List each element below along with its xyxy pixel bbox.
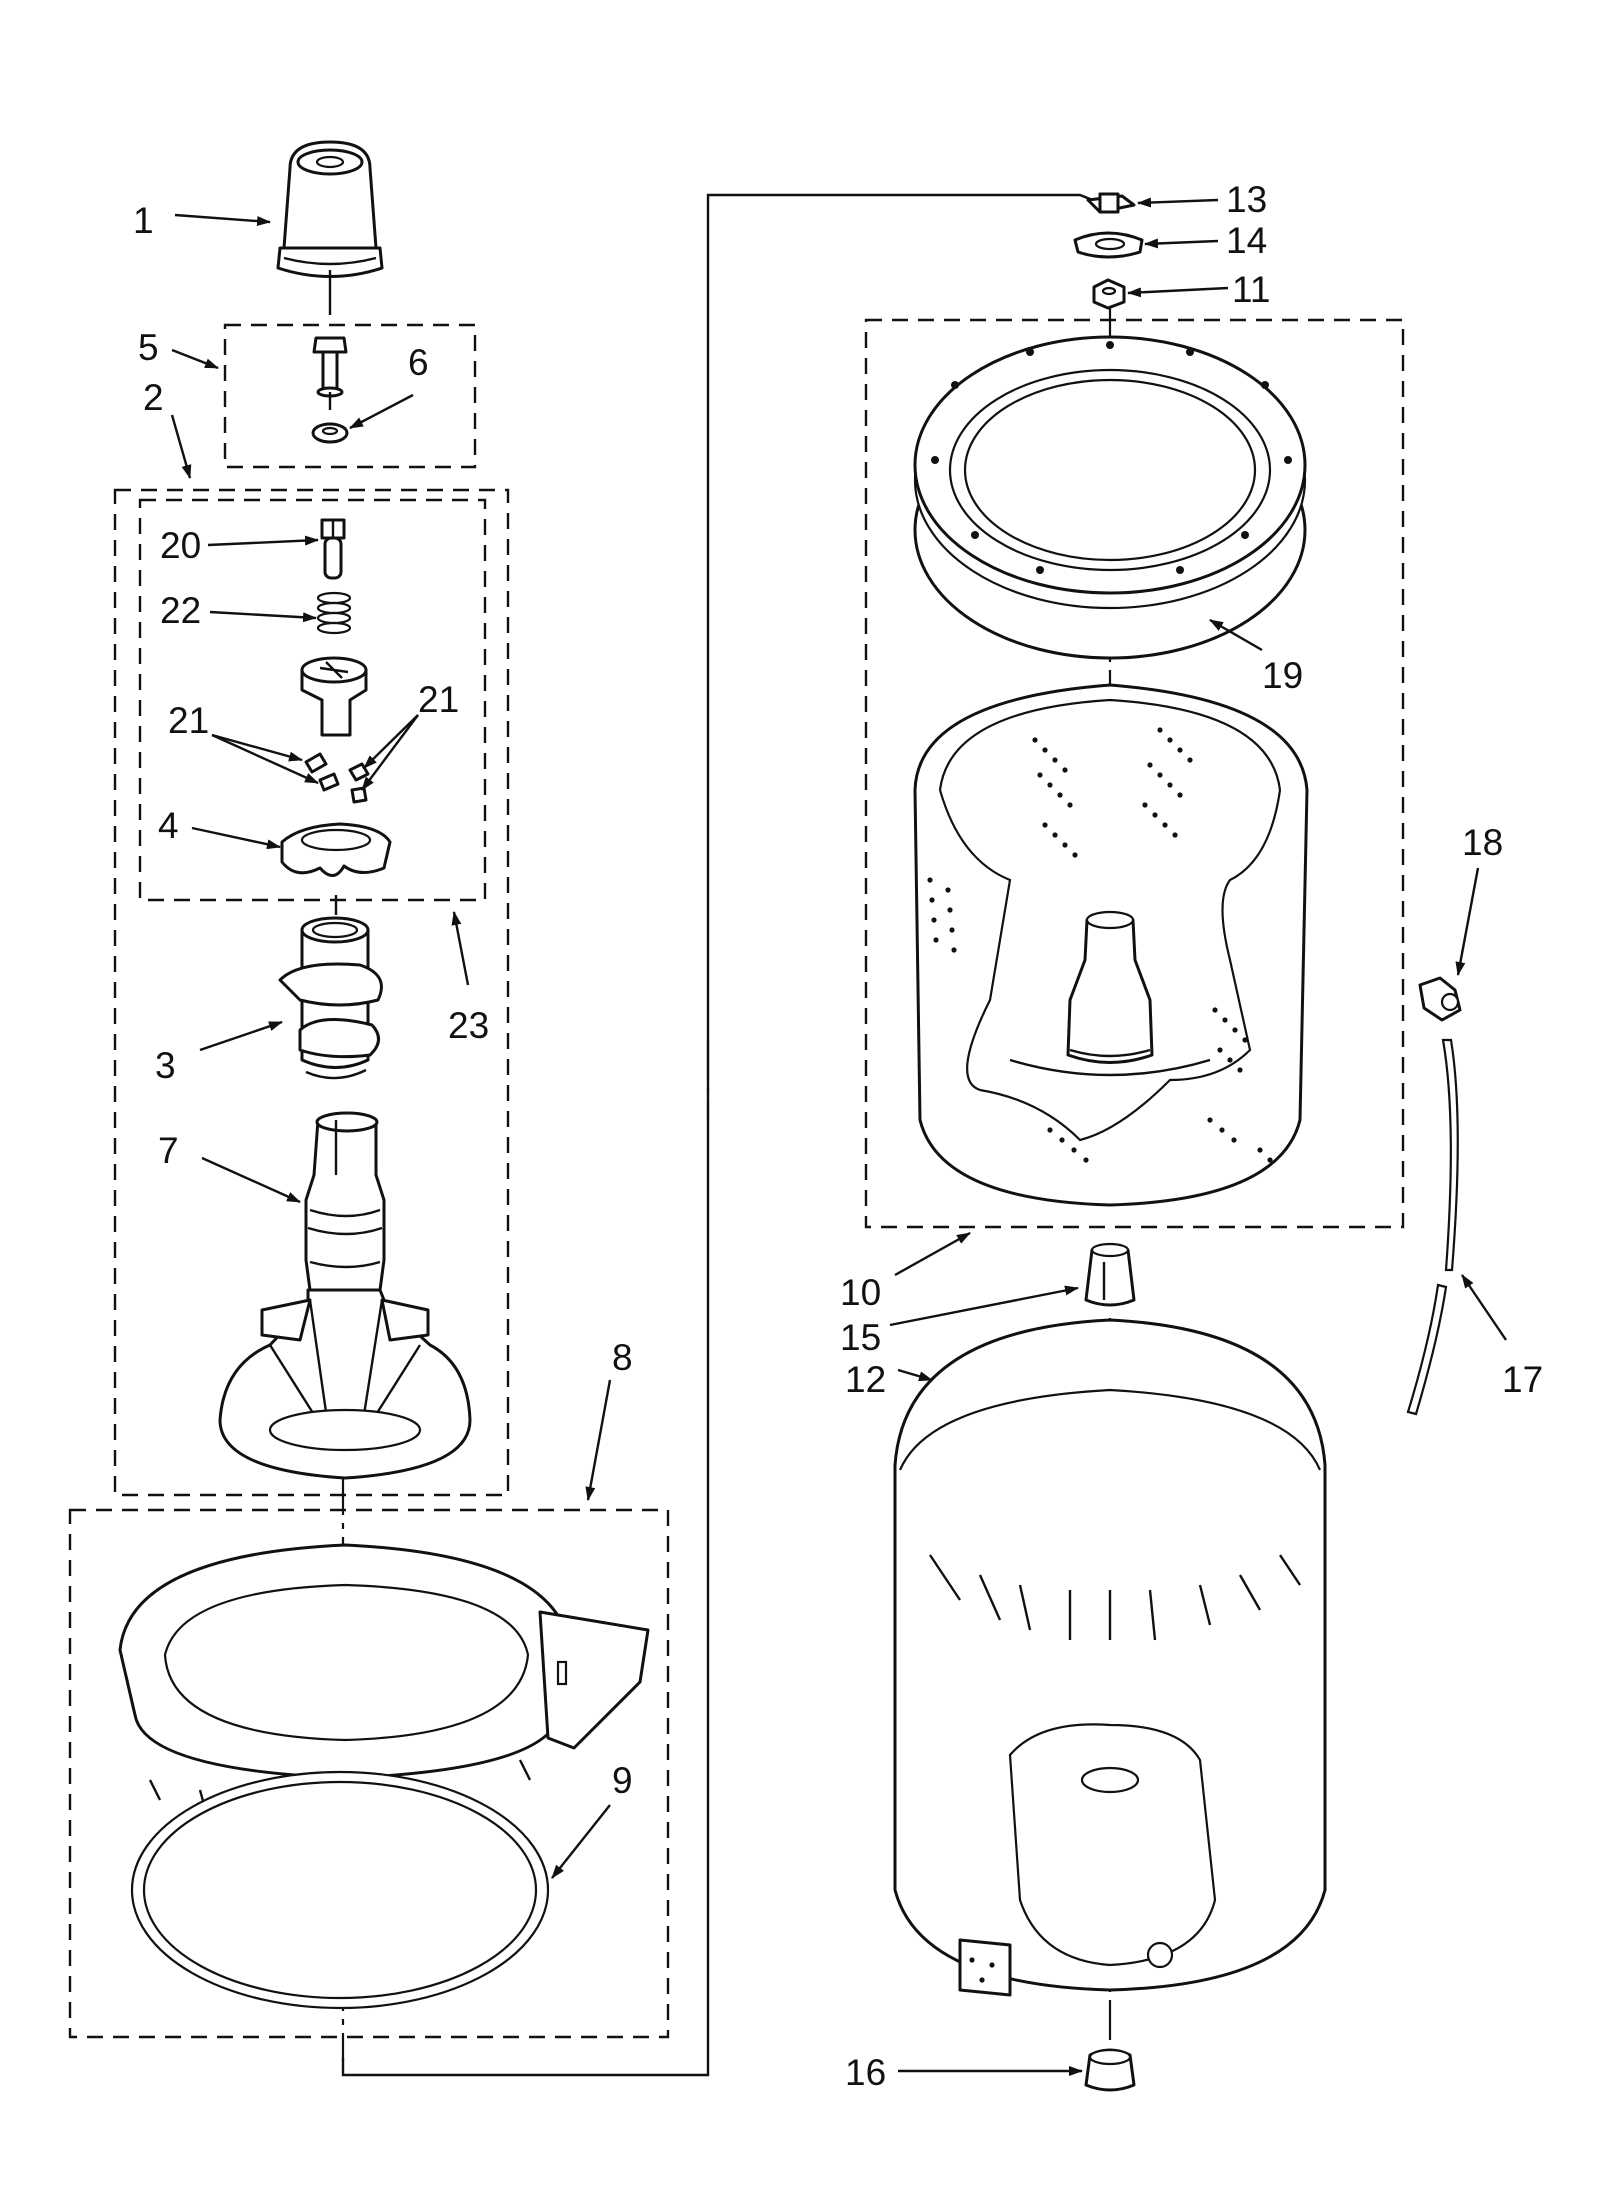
auger-part-3 — [278, 916, 383, 1080]
callout-22: 22 — [160, 590, 201, 631]
agitator-cap-part-1 — [276, 140, 384, 290]
leader-arrow-21-right-a — [363, 714, 419, 769]
outer-tub-part-12 — [893, 1318, 1327, 1997]
leader-arrow-19 — [1209, 618, 1263, 652]
callout-9: 9 — [612, 1760, 633, 1801]
leader-arrow-21-right-b — [361, 714, 419, 791]
callout-7: 7 — [158, 1130, 179, 1171]
leader-arrow-21-left-a — [211, 733, 303, 762]
callout-17: 17 — [1502, 1359, 1543, 1400]
callout-4: 4 — [158, 805, 179, 846]
bolt-part-5 — [312, 336, 348, 410]
callout-23: 23 — [448, 1005, 489, 1046]
leader-arrow-6 — [349, 393, 414, 430]
leader-arrow-7 — [201, 1156, 301, 1204]
callout-10: 10 — [840, 1272, 881, 1313]
bushing-part-15 — [1084, 1242, 1136, 1307]
nut-part-13 — [1086, 192, 1136, 214]
callout-2: 2 — [143, 377, 164, 418]
callout-19: 19 — [1262, 655, 1303, 696]
plug-part-16 — [1084, 2048, 1136, 2092]
tub-ring-part-8 — [118, 1543, 650, 1827]
group-box-8 — [68, 1508, 670, 2039]
callout-5: 5 — [138, 327, 159, 368]
hose-part-17 — [1406, 1038, 1459, 1416]
leader-arrow-3 — [199, 1020, 283, 1052]
callout-1: 1 — [133, 200, 154, 241]
leader-arrow-15 — [889, 1285, 1079, 1327]
nut-part-11 — [1092, 278, 1126, 310]
callout-6: 6 — [408, 342, 429, 383]
leader-arrow-21-left-b — [211, 733, 319, 785]
cam-part-4 — [280, 822, 392, 877]
agitator-part-7 — [218, 1111, 472, 1480]
callout-21-left: 21 — [168, 700, 209, 741]
leader-arrow-18 — [1455, 867, 1480, 976]
leader-arrow-10 — [894, 1231, 971, 1277]
dog-carrier — [300, 656, 368, 737]
group-box-23 — [138, 498, 487, 902]
callout-13: 13 — [1226, 179, 1267, 220]
leader-arrow-9 — [551, 1804, 611, 1879]
leader-arrow-23 — [451, 911, 470, 986]
leader-arrow-5 — [171, 348, 219, 370]
washer-part-6 — [311, 422, 349, 444]
spin-basket-part-10 — [913, 683, 1309, 1207]
leader-arrow-20 — [207, 535, 319, 547]
leader-arrow-22 — [209, 610, 317, 623]
connector-line — [341, 193, 1101, 2077]
dogs-part-21 — [304, 752, 370, 804]
callout-3: 3 — [155, 1045, 176, 1086]
group-box-10 — [864, 318, 1405, 1229]
group-box-2 — [113, 488, 510, 1497]
leader-arrow-12 — [897, 1368, 933, 1382]
leader-arrow-17 — [1461, 1274, 1507, 1341]
callout-14: 14 — [1226, 220, 1267, 261]
callout-8: 8 — [612, 1337, 633, 1378]
callout-16: 16 — [845, 2052, 886, 2093]
leader-arrow-1 — [174, 213, 271, 227]
clip-part-14 — [1073, 231, 1144, 259]
cam-part-20 — [320, 518, 346, 580]
group-box-5 — [223, 323, 477, 469]
leader-arrow-14 — [1144, 238, 1219, 249]
leader-arrow-11 — [1127, 286, 1229, 298]
callout-15: 15 — [840, 1317, 881, 1358]
leader-arrow-4 — [191, 826, 281, 850]
balance-ring-part-19 — [913, 335, 1307, 660]
callout-21-right: 21 — [418, 679, 459, 720]
leader-arrow-8 — [585, 1379, 612, 1501]
callout-11: 11 — [1232, 269, 1270, 310]
tub-seal-part-9 — [130, 1770, 550, 2010]
callout-20: 20 — [160, 525, 201, 566]
spring-part-22 — [316, 591, 352, 635]
clip-part-18 — [1418, 976, 1462, 1022]
callout-18: 18 — [1462, 822, 1503, 863]
leader-arrow-13 — [1137, 197, 1219, 208]
leader-arrow-2 — [170, 414, 192, 479]
callout-12: 12 — [845, 1359, 886, 1400]
